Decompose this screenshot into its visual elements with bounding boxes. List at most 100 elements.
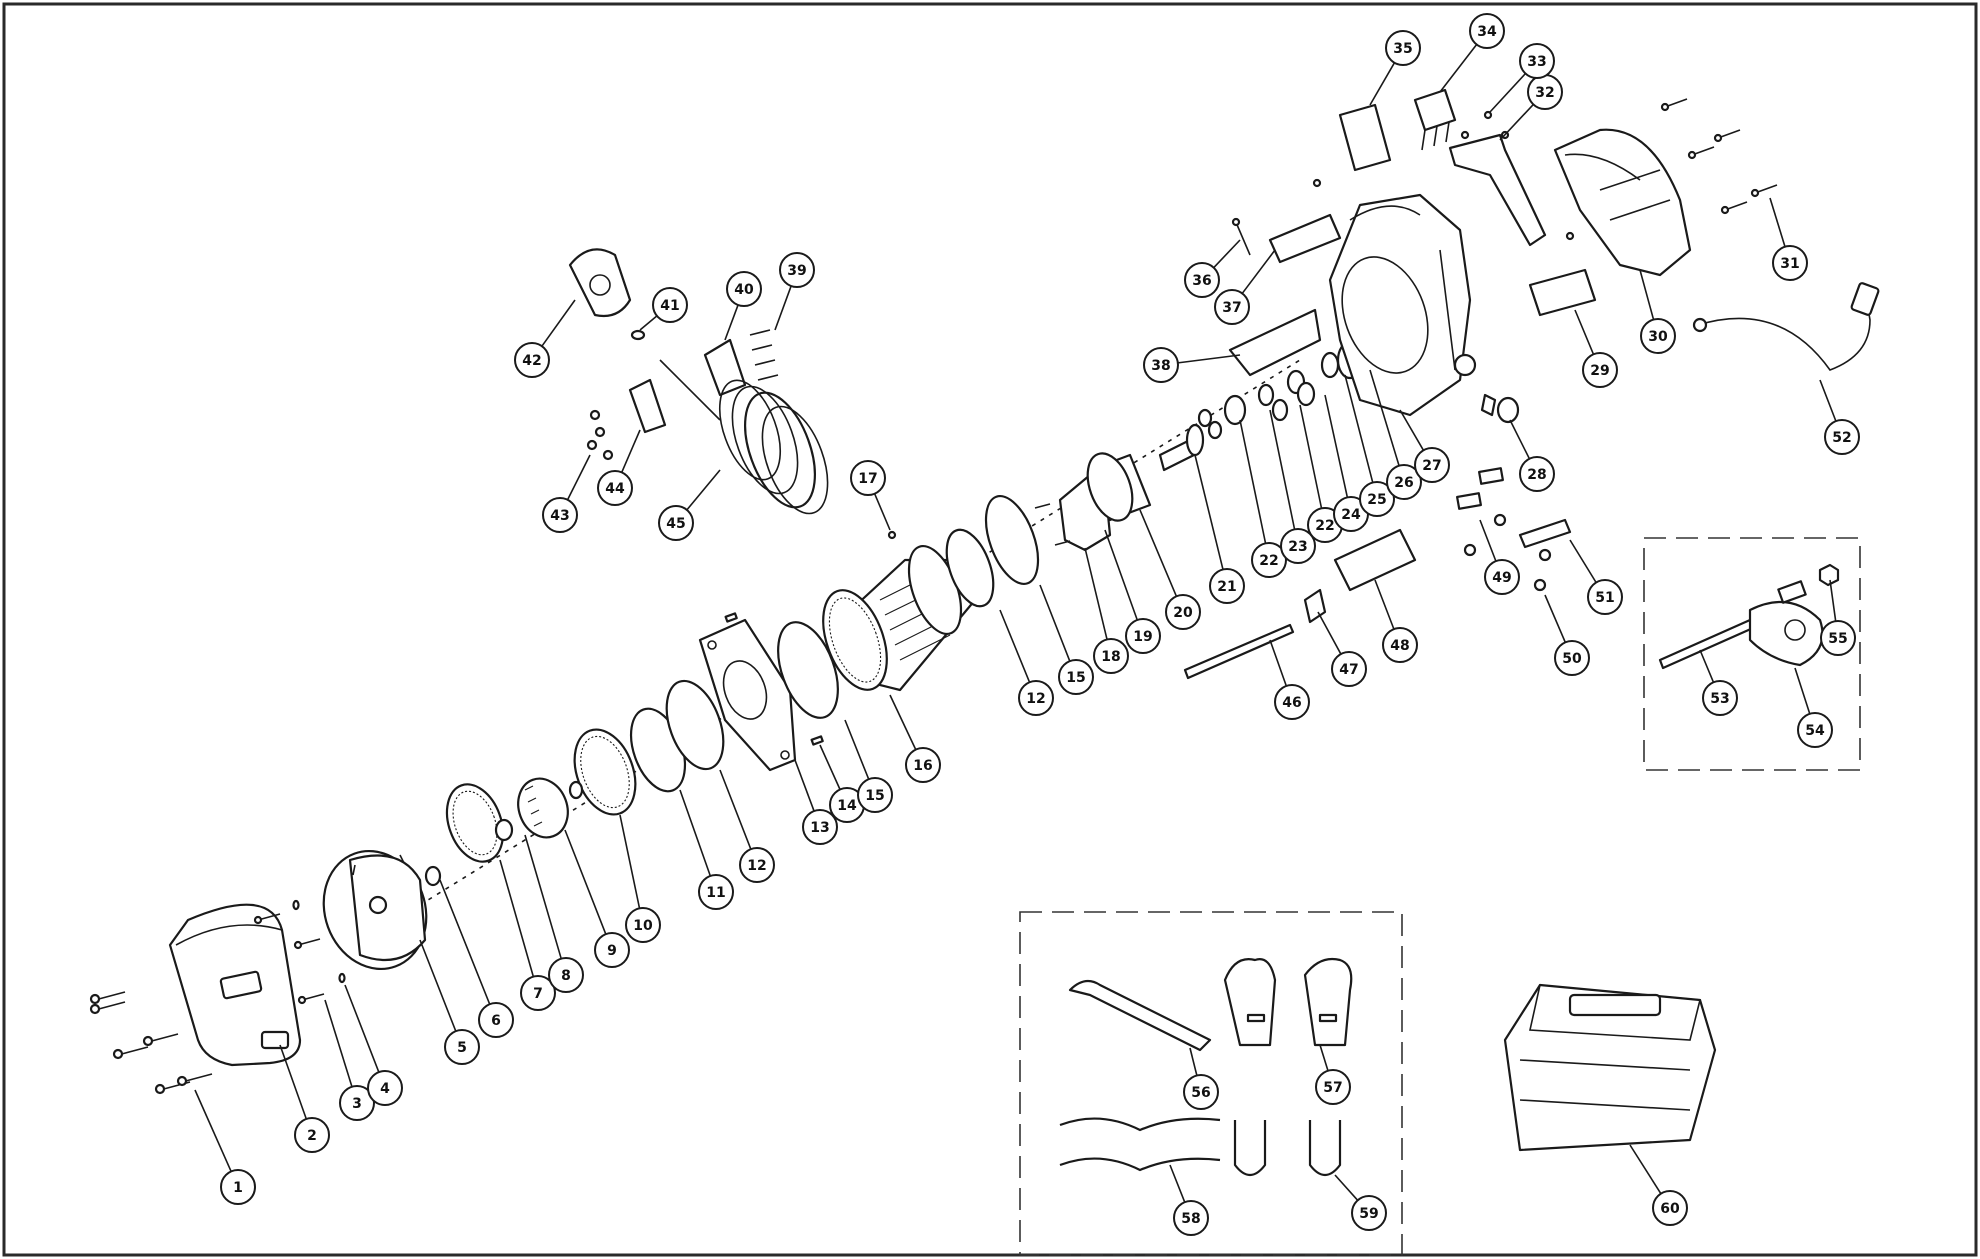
callout-number: 56 (1191, 1085, 1210, 1101)
ring-gear-part (568, 728, 637, 816)
callout-number: 24 (1341, 507, 1361, 523)
callout-circle (597, 470, 633, 506)
callout-circle (514, 342, 550, 378)
callout-leader (1039, 584, 1071, 662)
hook-nut-part (586, 409, 614, 461)
callout-leader (639, 315, 658, 331)
callout-circle (594, 932, 630, 968)
callout-circle (1772, 245, 1808, 281)
callout-number: 26 (1394, 475, 1413, 491)
callout-44: 44 (597, 429, 641, 506)
callout-55: 55 (1820, 579, 1856, 656)
callout-leader (279, 1044, 308, 1120)
callout-number: 32 (1535, 85, 1554, 101)
callout-1: 1 (194, 1089, 256, 1205)
callout-18: 18 (1084, 547, 1129, 674)
callout-number: 34 (1477, 24, 1497, 40)
callout-leader (819, 744, 841, 790)
callout-leader (620, 429, 641, 473)
washer-part (424, 865, 442, 887)
callout-circle (1820, 620, 1856, 656)
callout-number: 60 (1660, 1201, 1680, 1217)
callout-number: 43 (550, 508, 569, 524)
callout-leader (1829, 579, 1837, 622)
callout-leader (724, 304, 739, 341)
callout-circle (1183, 1074, 1219, 1110)
lever-tool-part (1068, 979, 1212, 1052)
callout-circle (1382, 627, 1418, 663)
bracket-plate-part (1518, 518, 1572, 549)
callout-number: 6 (491, 1013, 501, 1029)
callout-circle (1143, 347, 1179, 383)
callout-number: 38 (1151, 358, 1170, 374)
rail-part (1228, 308, 1322, 377)
callout-circle (726, 271, 762, 307)
callout-57: 57 (1315, 1044, 1351, 1105)
callout-15a: 15 (844, 719, 893, 813)
callout-circle (548, 957, 584, 993)
callout-leader (619, 814, 641, 909)
tie-rod-part (1183, 623, 1295, 680)
callout-leader (844, 719, 870, 780)
callout-7: 7 (499, 859, 556, 1011)
callouts-layer: 1234567891011121213141515161718192021222… (194, 13, 1860, 1236)
callout-circle (779, 252, 815, 288)
callout-13: 13 (794, 759, 838, 845)
callout-3: 3 (324, 999, 375, 1121)
callout-circle (339, 1085, 375, 1121)
callout-number: 4 (380, 1081, 390, 1097)
callout-19: 19 (1104, 529, 1161, 654)
callout-leader (1317, 611, 1342, 655)
planet-carrier-part (517, 777, 569, 839)
callout-9: 9 (564, 829, 630, 968)
callout-leader (194, 1089, 232, 1172)
callout-leader (344, 984, 380, 1073)
callout-leader (1769, 197, 1786, 247)
spring-part (1303, 588, 1327, 624)
callout-circle (905, 747, 941, 783)
callout-number: 11 (706, 885, 725, 901)
callout-number: 36 (1192, 273, 1211, 289)
callout-49: 49 (1479, 519, 1520, 595)
callout-29: 29 (1574, 309, 1618, 388)
callout-31: 31 (1769, 197, 1808, 281)
callout-47: 47 (1317, 611, 1367, 687)
callout-circle (478, 1002, 514, 1038)
callout-22a: 22 (1239, 419, 1287, 578)
gloves-part (1223, 957, 1353, 1047)
callout-leader (1084, 547, 1108, 640)
callout-42: 42 (514, 299, 576, 378)
callout-number: 10 (633, 918, 653, 934)
key-part (724, 612, 738, 623)
callout-circle (1519, 456, 1555, 492)
callout-39: 39 (774, 252, 815, 331)
callout-number: 8 (561, 968, 571, 984)
callout-12a: 12 (719, 769, 775, 883)
callout-number: 27 (1422, 458, 1441, 474)
callout-34: 34 (1439, 13, 1505, 93)
callout-circle (1587, 579, 1623, 615)
cable-drum-part (822, 545, 977, 692)
callout-circle (1351, 1195, 1387, 1231)
bearing-ring-part (945, 528, 995, 608)
callout-25: 25 (1344, 374, 1395, 517)
callout-16: 16 (889, 694, 941, 783)
callout-circle (1554, 640, 1590, 676)
o-ring-part (984, 495, 1040, 585)
callout-circle (1702, 680, 1738, 716)
callout-leader (1439, 43, 1478, 93)
callout-leader (419, 939, 457, 1032)
callout-circle (1652, 1190, 1688, 1226)
callout-circle (802, 809, 838, 845)
set-screw-part (887, 530, 897, 540)
hook-nut-part (1818, 563, 1840, 587)
callout-leader (1324, 394, 1349, 498)
callout-circle (1209, 568, 1245, 604)
callout-leader (686, 469, 721, 511)
callout-41: 41 (639, 287, 688, 331)
callout-number: 41 (660, 298, 679, 314)
callout-leader (1399, 409, 1425, 451)
callout-number: 20 (1173, 605, 1193, 621)
callout-circle (294, 1117, 330, 1153)
